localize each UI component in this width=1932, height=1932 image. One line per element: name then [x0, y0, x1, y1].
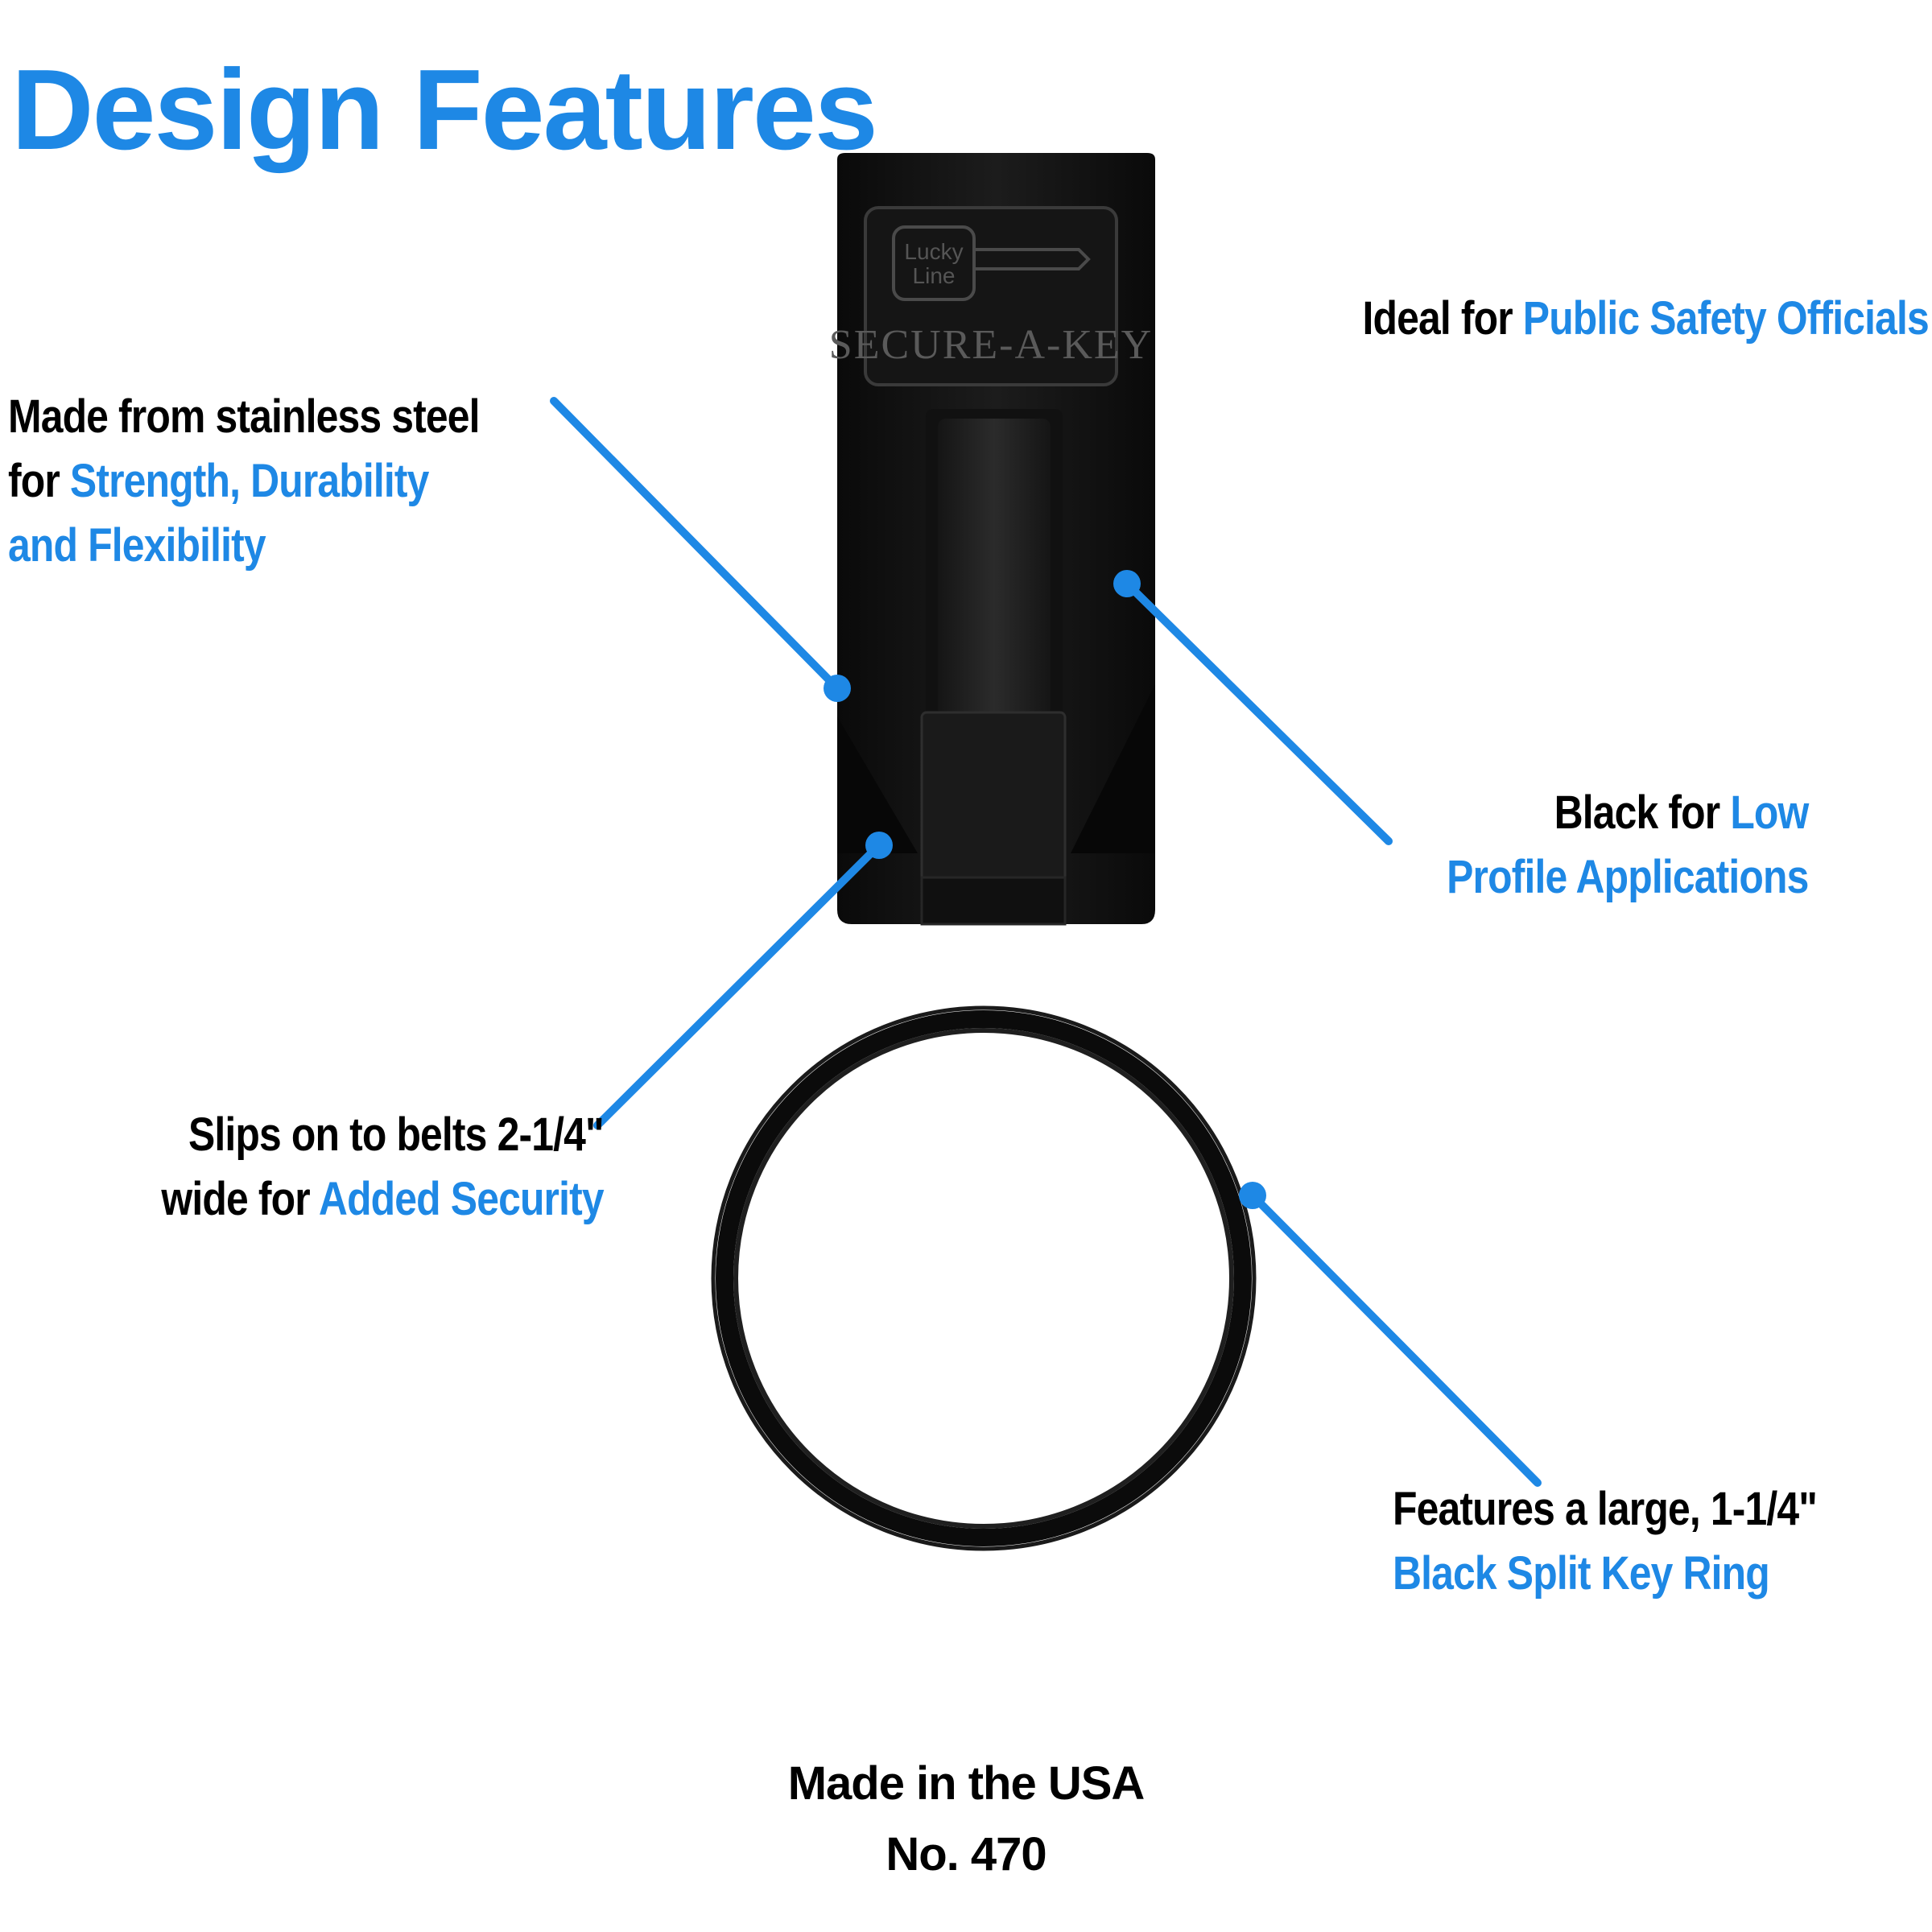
page-title: Design Features — [11, 46, 878, 174]
callout-black-highlight2: Profile Applications — [1446, 851, 1809, 903]
callout-ring-line2: Black Split Key Ring — [1393, 1547, 1770, 1600]
callout-steel-line2-highlight: Strength, Durability — [69, 455, 429, 507]
footer: Made in the USA No. 470 — [0, 1748, 1932, 1890]
pointer-black — [1113, 570, 1393, 845]
model-number: No. 470 — [886, 1828, 1046, 1880]
pointer-ring — [1239, 1182, 1542, 1487]
callout-belts-line1: Slips on to belts 2-1/4" — [188, 1108, 605, 1161]
callout-black-prefix: Black for — [1554, 786, 1730, 839]
brand-logo: Lucky Line SECURE-A-KEY — [829, 206, 1153, 386]
callout-key-ring: Features a large, 1-1/4" Black Split Key… — [1393, 1477, 1818, 1606]
pointer-belts — [593, 832, 893, 1129]
callout-safety-prefix: Ideal for — [1362, 292, 1523, 345]
callout-low-profile: Black for Low Profile Applications — [1446, 781, 1809, 910]
callout-belts-line2-prefix: wide for — [161, 1173, 320, 1225]
callout-stainless-steel: Made from stainless steel for Strength, … — [8, 385, 480, 578]
belt-clip: Lucky Line SECURE-A-KEY — [829, 153, 1155, 926]
logo-text-line: Line — [913, 263, 956, 288]
callout-public-safety: Ideal for Public Safety Officials — [1362, 287, 1930, 351]
callout-steel-line2-prefix: for — [8, 455, 70, 507]
callout-safety-highlight: Public Safety Officials — [1522, 292, 1930, 345]
callout-black-highlight1: Low — [1729, 786, 1809, 839]
logo-text-lucky: Lucky — [904, 239, 963, 264]
callout-ring-line1: Features a large, 1-1/4" — [1393, 1483, 1818, 1535]
split-key-ring — [711, 1005, 1257, 1551]
logo-brand-text: SECURE-A-KEY — [829, 322, 1153, 368]
made-in-usa-text: Made in the USA — [787, 1757, 1146, 1810]
callout-belts: Slips on to belts 2-1/4" wide for Added … — [161, 1103, 605, 1232]
callout-steel-line1: Made from stainless steel — [8, 390, 480, 443]
callout-steel-line3: and Flexibility — [8, 519, 266, 572]
pointer-steel — [550, 397, 851, 702]
callout-belts-line2-highlight: Added Security — [319, 1173, 605, 1225]
